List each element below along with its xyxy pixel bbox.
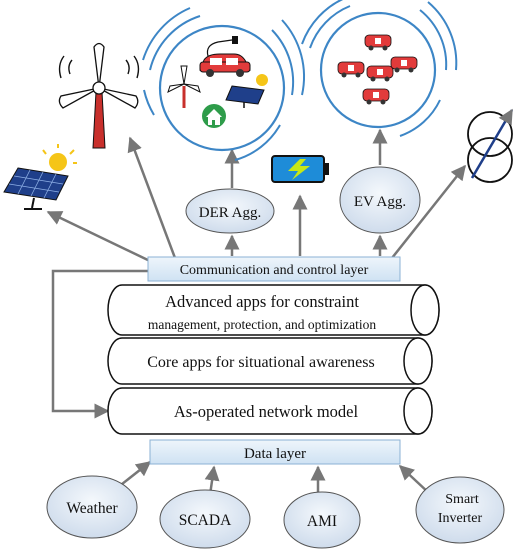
cylinder-network-model: As-operated network model [107,387,433,435]
arrow-to-wind [127,136,177,259]
battery-icon [271,155,329,183]
core-apps-label: Core apps for situational awareness [147,354,374,371]
der-aggregator: DER Agg. [185,188,275,234]
source-scada: SCADA [159,489,251,549]
arrow-feedback-loop [51,269,150,419]
cylinder-advanced-apps: Advanced apps for constraint management,… [107,284,440,336]
wind-turbine-icon [58,42,140,149]
source-smart-inverter: Smart Inverter [415,476,505,544]
der-aggregator-label: DER Agg. [199,205,262,221]
ev-car-icons [337,34,418,105]
arrow-to-solar [46,210,153,264]
source-weather: Weather [46,475,138,539]
der-cluster-icon [142,7,305,161]
advanced-apps-label-2: management, protection, and optimization [148,317,377,332]
ev-cluster-icon [301,0,458,137]
communication-layer-box [147,256,401,282]
source-inverter-label-1: Smart [445,492,479,507]
data-layer-label: Data layer [244,446,306,462]
source-weather-label: Weather [66,500,118,517]
transformer-icon [467,108,514,183]
arrow-to-transformer [391,164,466,259]
data-layer-box [149,439,401,465]
source-ami: AMI [283,491,361,549]
ev-aggregator: EV Agg. [339,166,421,234]
network-model-label: As-operated network model [174,402,359,421]
source-scada-label: SCADA [179,512,232,529]
communication-layer-label: Communication and control layer [180,263,369,278]
advanced-apps-label-1: Advanced apps for constraint [165,292,359,311]
source-ami-label: AMI [307,513,337,530]
cylinder-core-apps: Core apps for situational awareness [107,337,433,385]
ev-aggregator-label: EV Agg. [354,194,406,210]
solar-panel-icon [3,144,77,210]
source-inverter-label-2: Inverter [438,511,483,526]
